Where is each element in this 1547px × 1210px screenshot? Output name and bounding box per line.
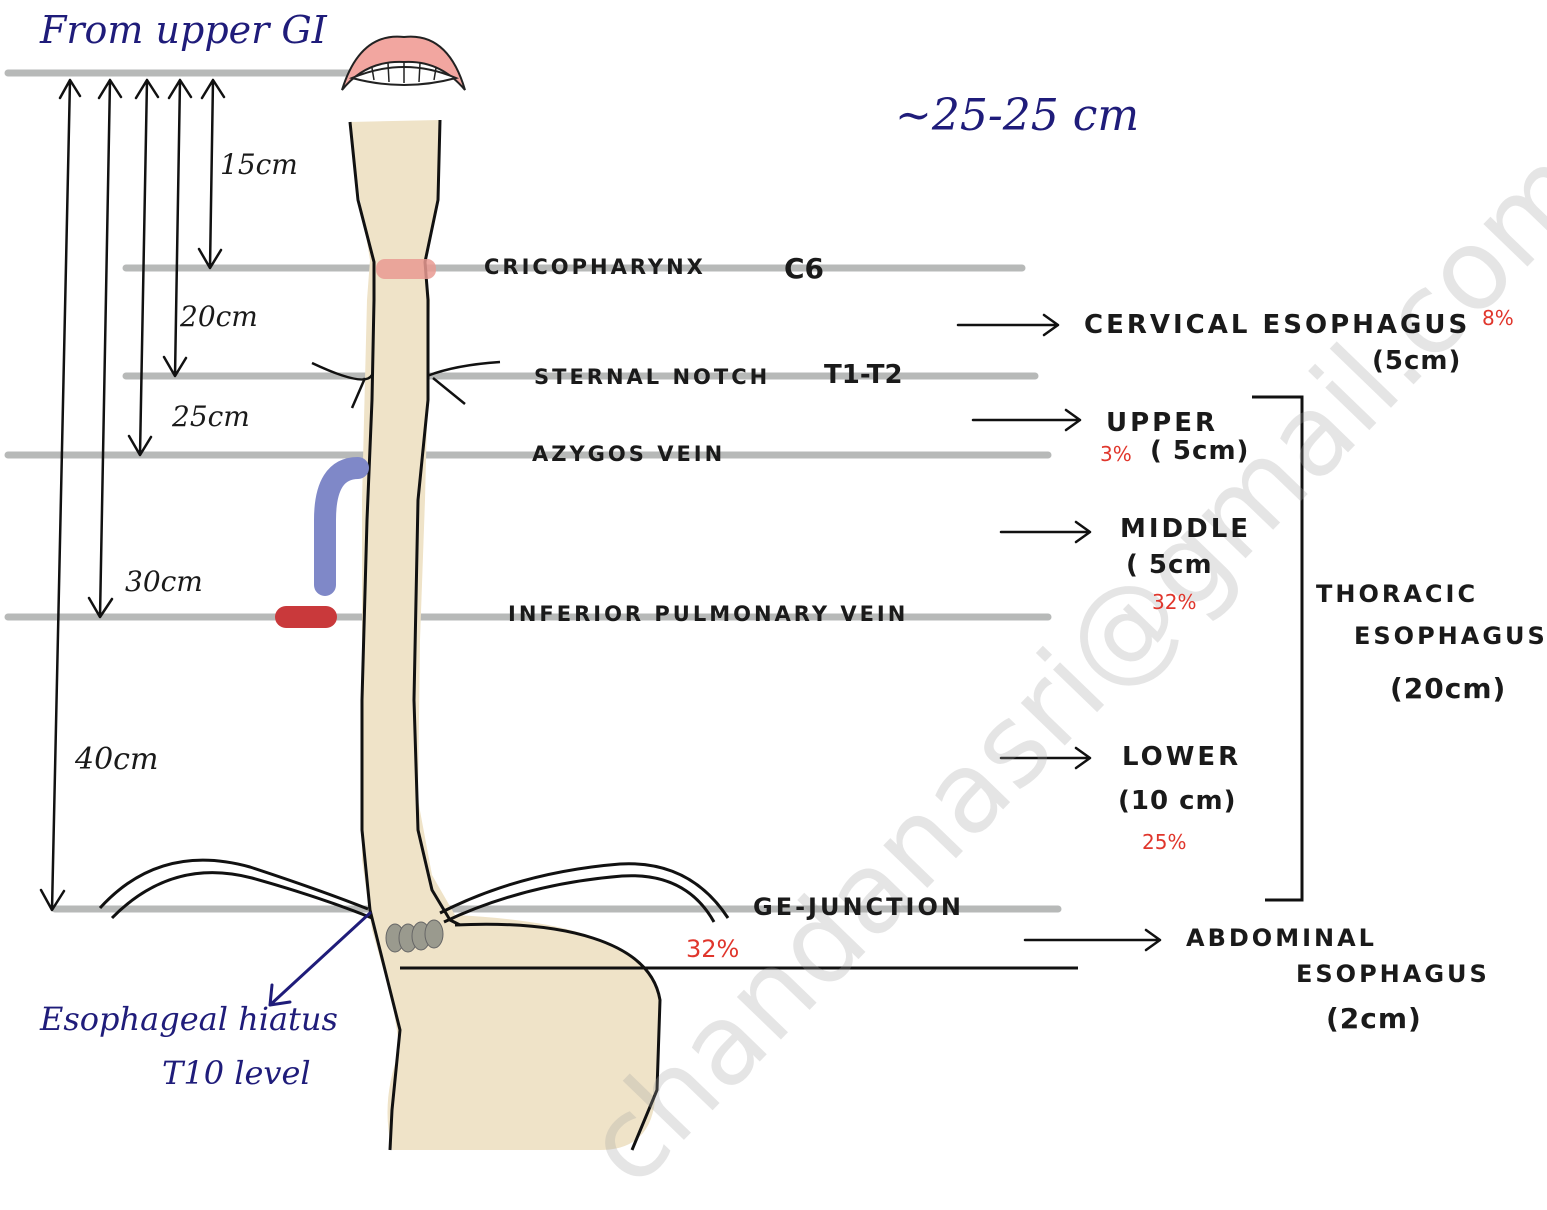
arrow-cervical: [958, 315, 1058, 335]
arrow-30cm: [89, 80, 121, 617]
azygos-vein: [325, 468, 358, 585]
arrow-upper: [973, 410, 1080, 430]
measurement-15cm: 15cm: [220, 148, 298, 181]
label-t1-t2: T1-T2: [824, 360, 903, 390]
arrow-40cm: [41, 80, 80, 910]
measurement-25cm: 25cm: [172, 400, 250, 433]
header-title: From upper GI: [40, 8, 327, 52]
hiatus-line2: T10 level: [162, 1054, 311, 1092]
middle-length: ( 5cm: [1126, 550, 1213, 580]
cricopharynx-band: [376, 259, 436, 279]
measurement-30cm: 30cm: [125, 565, 203, 598]
measurement-40cm: 40cm: [75, 742, 158, 777]
middle-name: MIDDLE: [1120, 514, 1251, 544]
cervical-percent: 8%: [1482, 306, 1514, 330]
abdominal-line2: ESOPHAGUS: [1296, 960, 1490, 988]
label-c6: C6: [784, 252, 824, 285]
hiatus-arrow: [270, 913, 370, 1005]
upper-percent: 3%: [1100, 442, 1132, 466]
middle-percent: 32%: [1152, 590, 1196, 614]
hiatus-line1: Esophageal hiatus: [40, 1000, 338, 1038]
abdominal-percent: 32%: [686, 935, 739, 963]
cervical-name: CERVICAL ESOPHAGUS: [1084, 310, 1470, 340]
upper-name: UPPER: [1106, 408, 1218, 438]
cervical-length: (5cm): [1372, 346, 1461, 376]
label-azygos: AZYGOS VEIN: [532, 442, 725, 466]
thoracic-line2: ESOPHAGUS: [1354, 622, 1547, 650]
thoracic-length: (20cm): [1390, 672, 1506, 705]
lower-length: (10 cm): [1118, 786, 1237, 816]
label-cricopharynx: CRICOPHARYNX: [484, 255, 706, 279]
upper-length: ( 5cm): [1150, 436, 1249, 466]
measurement-arrows: [41, 80, 224, 910]
label-inferior-pulmonary-vein: INFERIOR PULMONARY VEIN: [508, 602, 908, 626]
mouth-illustration: [342, 37, 465, 90]
total-length: ~25-25 cm: [895, 90, 1139, 141]
abdominal-length: (2cm): [1326, 1002, 1422, 1035]
arrow-middle: [1001, 522, 1090, 542]
thoracic-line1: THORACIC: [1316, 580, 1478, 608]
measurement-20cm: 20cm: [180, 300, 258, 333]
abdominal-line1: ABDOMINAL: [1186, 924, 1377, 952]
lower-name: LOWER: [1122, 742, 1241, 772]
label-ge-junction: GE-JUNCTION: [753, 893, 964, 921]
label-sternal-notch: STERNAL NOTCH: [534, 365, 770, 389]
arrow-abdominal: [1025, 930, 1160, 950]
lower-percent: 25%: [1142, 830, 1186, 854]
